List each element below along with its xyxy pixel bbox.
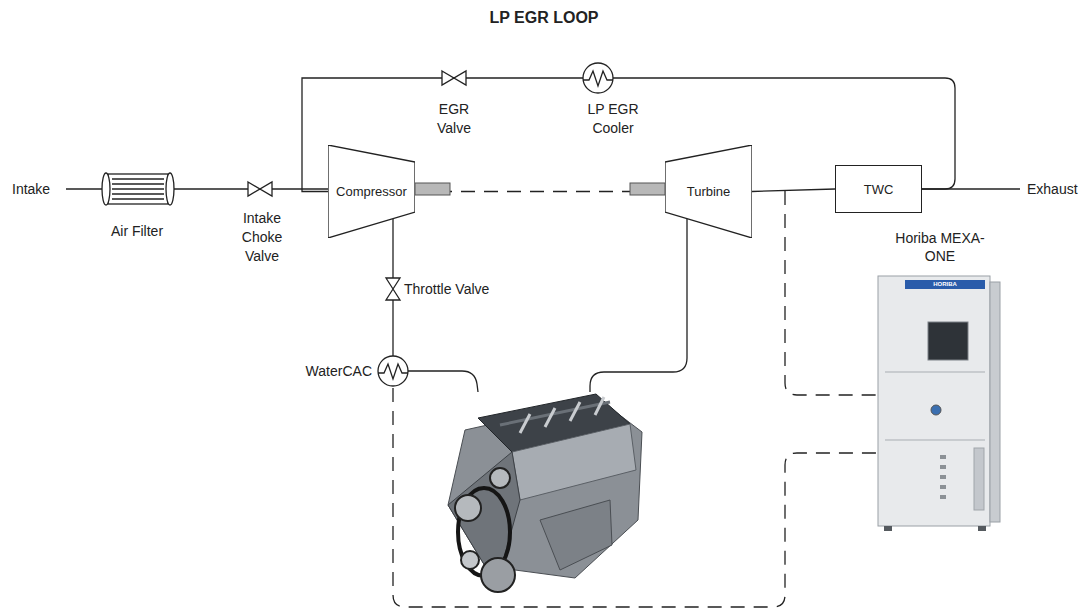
part-label: Horiba MEXA-ONE [890, 229, 990, 265]
analyzer-cabinet [878, 276, 1000, 531]
cabinet-foot [978, 526, 986, 531]
shape-fill [328, 145, 415, 238]
cabinet-side [990, 282, 1000, 522]
cooler-coil [583, 71, 613, 86]
part-label: Air Filter [87, 222, 187, 241]
node-text: TWC [864, 182, 894, 197]
part-label: Throttle Valve [404, 280, 489, 299]
fuel-rail [500, 402, 610, 425]
pipe-connector [415, 191, 665, 192]
part-label: Intake Choke Valve [232, 209, 292, 266]
valve-symbol [386, 278, 400, 300]
cabinet-screen [928, 322, 968, 360]
cooler-coil [378, 364, 408, 379]
engine-picture [448, 394, 642, 592]
filter-line [112, 183, 164, 184]
part-label: Exhaust [1027, 180, 1078, 199]
cabinet-switch [940, 475, 946, 479]
panel-seam [885, 440, 985, 441]
node-text: Turbine [687, 184, 731, 199]
part-label: LP EGR Cooler [577, 100, 649, 138]
injector [595, 397, 604, 415]
node-text: Compressor [336, 184, 407, 199]
pipe-line [392, 219, 393, 278]
air-filter-cap [166, 173, 174, 205]
cabinet-switch [940, 495, 946, 499]
pipe-line [590, 219, 687, 392]
cooler-symbol [378, 356, 408, 386]
brand-text: HORIBA [905, 280, 985, 289]
pipe-line [392, 300, 393, 356]
shaft-stub [630, 183, 665, 195]
cabinet-vent [974, 448, 984, 510]
valve-symbol [248, 182, 272, 196]
pulley [490, 468, 510, 488]
air-filter-body [108, 174, 168, 204]
pipe-connector [752, 189, 835, 192]
cabinet-body [878, 276, 990, 526]
compressor-housing: Compressor [328, 145, 415, 238]
part-label: WaterCAC [262, 362, 372, 381]
pulley [455, 495, 481, 521]
cabinet-foot [884, 526, 892, 531]
cabinet-button [931, 405, 941, 415]
sample-line [785, 191, 882, 395]
pulley [461, 551, 479, 569]
sample-line [393, 388, 880, 607]
filter-line [112, 178, 164, 179]
pipe-line [172, 188, 248, 189]
shape-fill [665, 145, 752, 238]
part-label: Intake [12, 180, 50, 199]
pipe-line [922, 188, 1020, 189]
pipe-line [272, 188, 328, 189]
cylinder-head [512, 424, 636, 500]
catalyst-box: TWC [835, 165, 922, 213]
cabinet-switch [940, 485, 946, 489]
panel-seam [885, 372, 985, 373]
injector [545, 408, 555, 427]
filter-line [112, 188, 164, 189]
turbine-housing: Turbine [665, 145, 752, 238]
injector [570, 402, 580, 421]
valve-symbol [442, 71, 466, 85]
filter-line [112, 198, 164, 199]
cabinet-band [905, 280, 985, 289]
cooler-symbol [583, 63, 613, 93]
injector [520, 414, 530, 433]
cabinet-switch [940, 465, 946, 469]
engine-side [540, 500, 612, 570]
air-filter-cap [102, 173, 110, 205]
part-label: EGR Valve [426, 100, 482, 138]
diagram-title: LP EGR LOOP [0, 9, 1088, 27]
filter-line [112, 193, 164, 194]
cabinet-switch [940, 455, 946, 459]
shaft-stub [415, 183, 450, 195]
pipe-line [66, 188, 104, 189]
pipe-line [408, 371, 478, 392]
pulley [481, 558, 515, 592]
